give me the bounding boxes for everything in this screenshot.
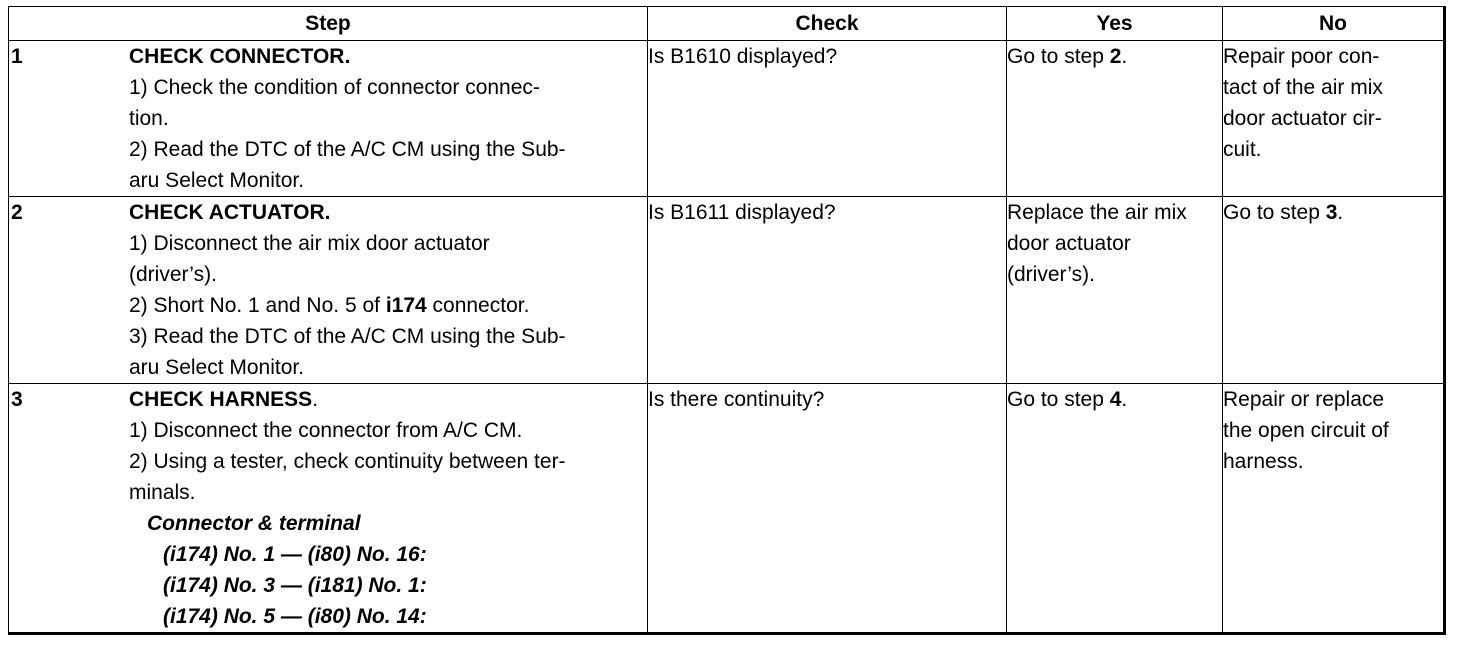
no-line: Repair poor con- (1223, 45, 1380, 68)
connector-terminal-item: (i174) No. 1 — (i80) No. 16: (163, 543, 427, 566)
step-reference: 3 (1325, 201, 1338, 224)
no-line: Repair or replace (1223, 388, 1385, 411)
instruction-line: 1) Disconnect the air mix door actuator (129, 232, 490, 255)
no-line: harness. (1223, 450, 1304, 473)
yes-text: Go to step (1007, 388, 1110, 411)
table-header-row: Step Check Yes No (8, 6, 1445, 41)
no-cell: Go to step 3. (1222, 196, 1445, 384)
no-text-suffix: . (1337, 201, 1344, 224)
step-body: CHECK CONNECTOR. 1) Check the condition … (129, 41, 647, 196)
instruction-line: minals. (129, 481, 196, 504)
connector-terminal-item: (i174) No. 3 — (i181) No. 1: (163, 574, 427, 597)
yes-text-suffix: . (1121, 388, 1128, 411)
instruction-line: 2) Read the DTC of the A/C CM using the … (129, 138, 566, 161)
yes-line: door actuator (1007, 232, 1131, 255)
check-question: Is B1610 displayed? (648, 45, 838, 68)
check-cell: Is there continuity? (647, 383, 1007, 634)
step-number: 2 (11, 201, 23, 224)
step-cell: 3 CHECK HARNESS. 1) Disconnect the conne… (8, 383, 648, 634)
instruction-line: 2) Using a tester, check continuity betw… (129, 450, 566, 473)
instruction-line: 1) Disconnect the connector from A/C CM. (129, 419, 523, 442)
yes-cell: Go to step 4. (1006, 383, 1223, 634)
step-reference: 4 (1109, 388, 1122, 411)
table-row: 3 CHECK HARNESS. 1) Disconnect the conne… (8, 383, 1445, 634)
instruction-line: 1) Check the condition of connector conn… (129, 76, 540, 99)
check-cell: Is B1611 displayed? (647, 196, 1007, 384)
step-title: CHECK ACTUATOR. (129, 201, 331, 224)
no-line: door actuator cir- (1223, 107, 1382, 130)
header-no: No (1222, 6, 1445, 41)
instruction-line: aru Select Monitor. (129, 356, 305, 379)
connector-terminal-heading: Connector & terminal (147, 512, 361, 535)
instruction-text-suffix: connector. (426, 294, 530, 317)
yes-cell: Replace the air mix door actuator (drive… (1006, 196, 1223, 384)
check-cell: Is B1610 displayed? (647, 40, 1007, 197)
table-row: 1 CHECK CONNECTOR. 1) Check the conditio… (8, 40, 1445, 197)
no-line: the open circuit of (1223, 419, 1389, 442)
step-number: 3 (11, 388, 23, 411)
yes-line: (driver’s). (1007, 263, 1095, 286)
step-number: 1 (11, 45, 23, 68)
step-reference: 2 (1109, 45, 1122, 68)
diagnostic-table: Step Check Yes No 1 CHECK CONNECTOR. 1) … (8, 6, 1446, 635)
connector-terminal-item: (i174) No. 5 — (i80) No. 14: (163, 605, 427, 628)
instruction-line: aru Select Monitor. (129, 169, 305, 192)
step-cell: 1 CHECK CONNECTOR. 1) Check the conditio… (8, 40, 648, 197)
yes-cell: Go to step 2. (1006, 40, 1223, 197)
yes-text-suffix: . (1121, 45, 1128, 68)
check-question: Is B1611 displayed? (648, 201, 836, 224)
no-line: tact of the air mix (1223, 76, 1383, 99)
no-cell: Repair or replace the open circuit of ha… (1222, 383, 1445, 634)
yes-line: Replace the air mix (1007, 201, 1187, 224)
instruction-line: 2) Short No. 1 and No. 5 of i174 connect… (129, 290, 647, 321)
header-step: Step (8, 6, 648, 41)
no-cell: Repair poor con- tact of the air mix doo… (1222, 40, 1445, 197)
step-title: CHECK HARNESS. (129, 384, 647, 415)
step-body: CHECK HARNESS. 1) Disconnect the connect… (129, 384, 647, 632)
check-question: Is there continuity? (648, 388, 825, 411)
header-check: Check (647, 6, 1007, 41)
step-title: CHECK CONNECTOR. (129, 45, 351, 68)
yes-text: Go to step (1007, 45, 1110, 68)
step-cell: 2 CHECK ACTUATOR. 1) Disconnect the air … (8, 196, 648, 384)
connector-reference: i174 (385, 294, 427, 317)
no-line: cuit. (1223, 138, 1262, 161)
instruction-line: 3) Read the DTC of the A/C CM using the … (129, 325, 566, 348)
instruction-line: tion. (129, 107, 169, 130)
no-text: Go to step (1223, 201, 1326, 224)
step-title-suffix: . (312, 388, 319, 411)
table-row: 2 CHECK ACTUATOR. 1) Disconnect the air … (8, 196, 1445, 384)
instruction-line: (driver’s). (129, 263, 217, 286)
instruction-text: 2) Short No. 1 and No. 5 of (129, 294, 386, 317)
step-title-bold: CHECK HARNESS (129, 388, 313, 411)
header-yes: Yes (1006, 6, 1223, 41)
step-body: CHECK ACTUATOR. 1) Disconnect the air mi… (129, 197, 647, 383)
